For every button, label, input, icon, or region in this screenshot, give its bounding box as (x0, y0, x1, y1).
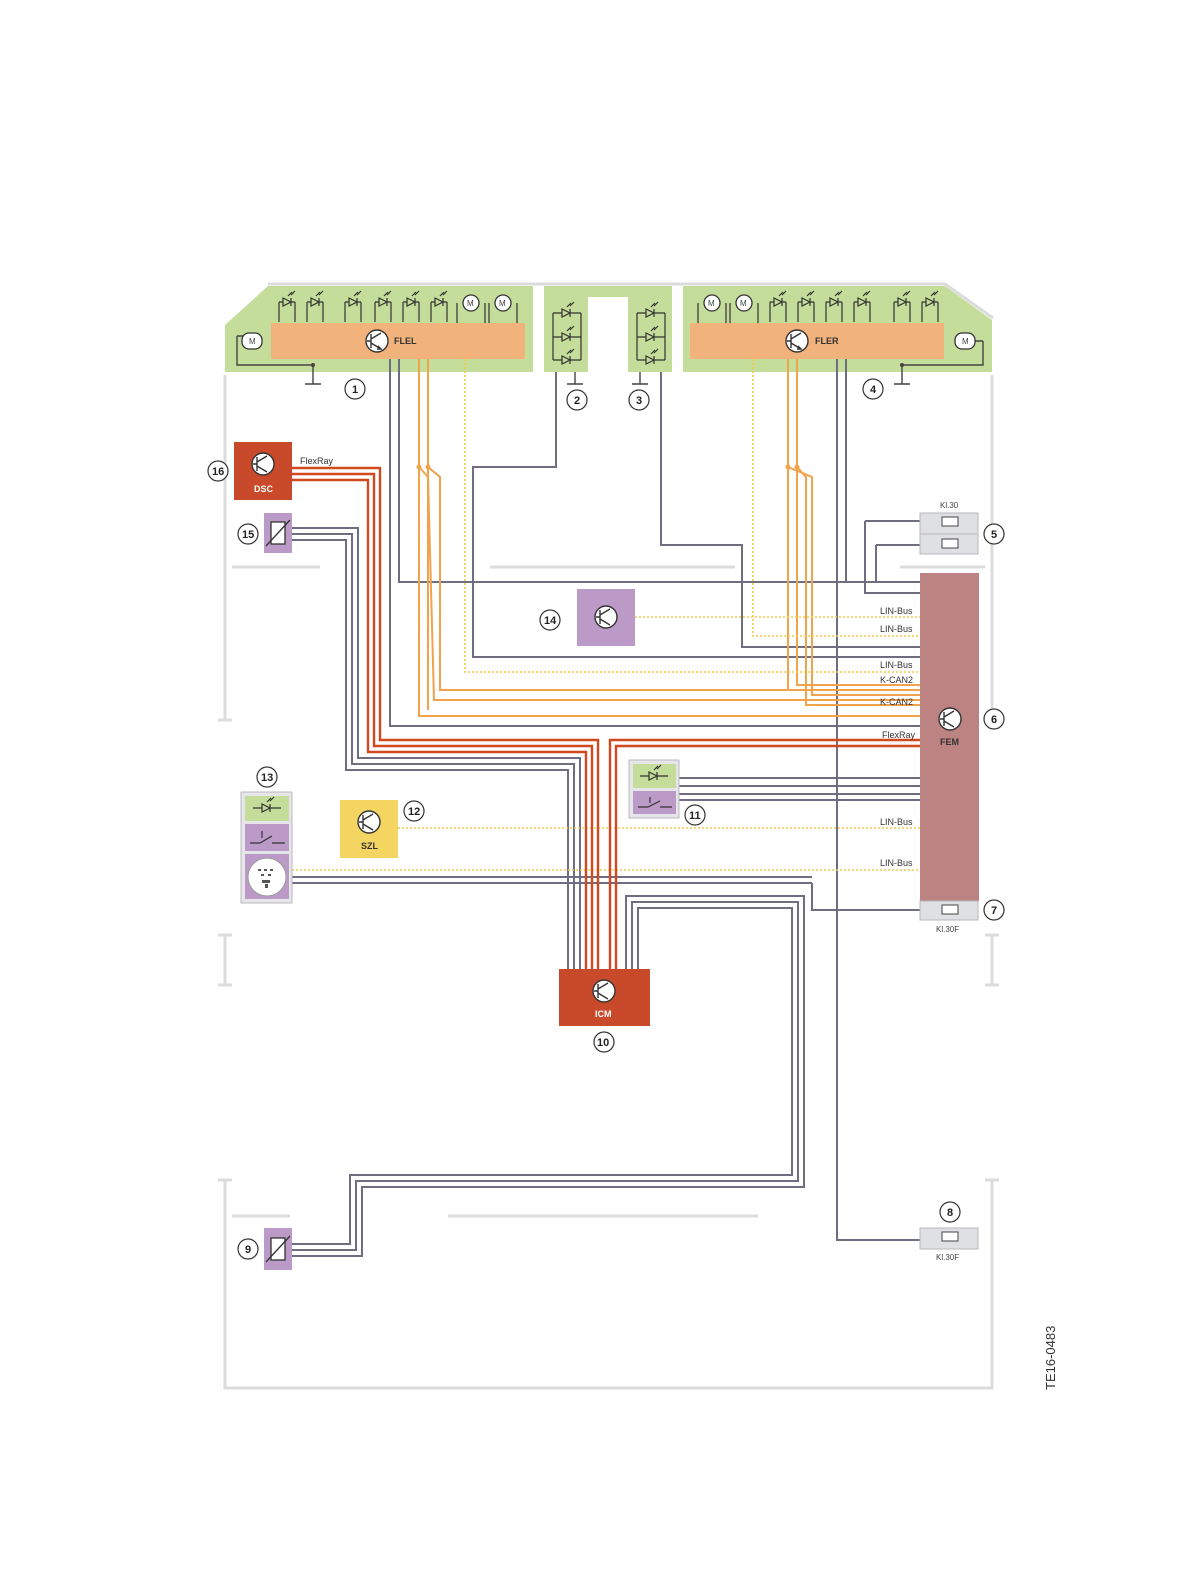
bus-label-lin-5: LIN-Bus (880, 858, 913, 868)
fuse-block-8[interactable] (920, 1228, 978, 1249)
callout-12: 12 (408, 806, 420, 818)
bus-label-lin-3: LIN-Bus (880, 660, 913, 670)
bus-label-lin-1: LIN-Bus (880, 606, 913, 616)
kcan-wires (419, 359, 920, 716)
callout-6: 6 (991, 714, 997, 726)
svg-text:M: M (249, 337, 256, 346)
icm-transistor-icon (593, 980, 615, 1002)
vehicle-outline (218, 375, 999, 1388)
callout-7: 7 (991, 905, 997, 917)
bus-label-lin-4: LIN-Bus (880, 817, 913, 827)
dsc-label: DSC (254, 484, 274, 494)
callout-4: 4 (870, 384, 877, 396)
callout-3: 3 (636, 395, 642, 407)
flel-label: FLEL (394, 336, 417, 346)
fem-label: FEM (940, 737, 959, 747)
fem-transistor-icon (939, 708, 961, 730)
flexray-label-dsc: FlexRay (300, 456, 334, 466)
motor-icon-left: M (242, 333, 262, 349)
szl-label: SZL (361, 841, 379, 851)
bus-label-flexray-fem: FlexRay (882, 730, 916, 740)
bus-label-lin-2: LIN-Bus (880, 624, 913, 634)
svg-text:M: M (962, 337, 969, 346)
callout-16: 16 (212, 466, 224, 478)
fuse-block-7[interactable] (920, 901, 978, 920)
flexray-wires (292, 468, 920, 970)
callout-9: 9 (245, 1244, 251, 1256)
callout-11: 11 (689, 810, 701, 822)
fler-label: FLER (815, 336, 839, 346)
document-code: TE16-0483 (1043, 1326, 1058, 1390)
fuse-label-kl30: Kl.30 (940, 501, 959, 510)
callout-10: 10 (597, 1037, 609, 1049)
szl-transistor-icon (358, 811, 380, 833)
svg-text:M: M (467, 299, 474, 308)
callout-2: 2 (574, 395, 580, 407)
svg-text:M: M (499, 299, 506, 308)
callout-15: 15 (242, 529, 254, 541)
callout-1: 1 (352, 384, 358, 396)
dsc-transistor-icon (252, 453, 274, 475)
fuse-label-kl30f-b: Kl.30F (936, 1253, 959, 1262)
motor-icon-right: M (955, 333, 975, 349)
callout-8: 8 (947, 1207, 953, 1219)
svg-text:M: M (708, 299, 715, 308)
fuse-block-5[interactable] (920, 513, 978, 554)
fuse-label-kl30f-a: Kl.30F (936, 925, 959, 934)
fler-transistor-icon (786, 330, 808, 352)
callout-5: 5 (991, 529, 997, 541)
callout-14: 14 (544, 615, 557, 627)
bus-label-kcan-b: K-CAN2 (880, 697, 913, 707)
module-14-transistor-icon (595, 606, 617, 628)
bus-label-kcan-a: K-CAN2 (880, 675, 913, 685)
svg-text:M: M (740, 299, 747, 308)
callout-13: 13 (261, 772, 273, 784)
flel-transistor-icon (366, 330, 388, 352)
module-11[interactable] (629, 760, 679, 818)
icm-label: ICM (595, 1009, 612, 1019)
